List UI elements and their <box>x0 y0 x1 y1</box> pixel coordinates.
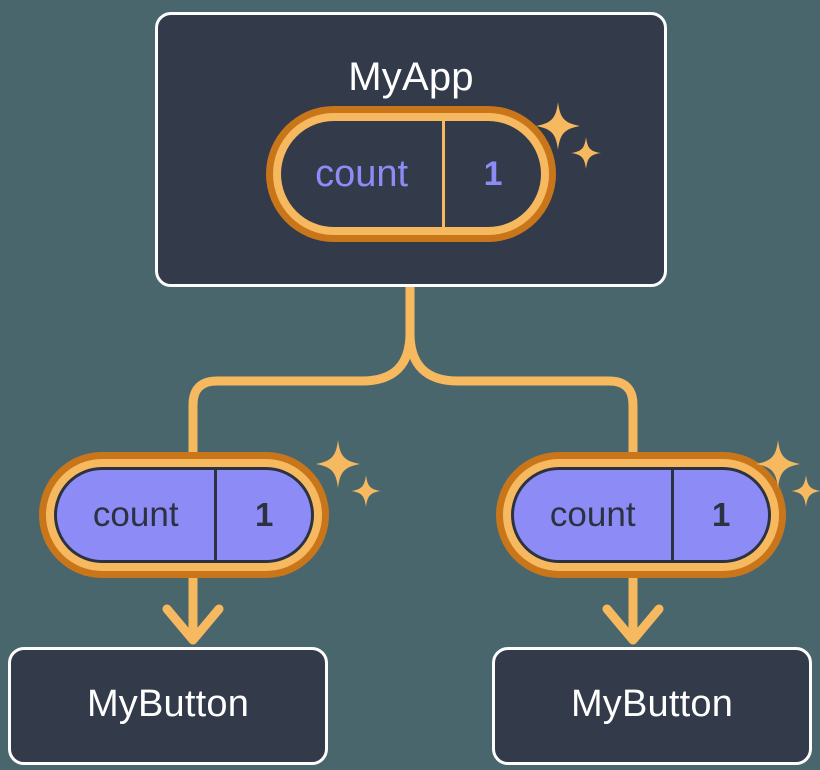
leaf-component-label-left: MyButton <box>86 683 250 725</box>
branch-right-state-key: count <box>549 495 636 534</box>
pill-body: count 1 <box>511 467 771 563</box>
connector-arrow-right-head <box>602 604 664 645</box>
root-state-key: count <box>315 152 409 195</box>
branch-left-state-value: 1 <box>214 470 311 560</box>
branch-right-state-pill[interactable]: count 1 <box>496 452 786 578</box>
leaf-component-box-left[interactable]: MyButton <box>8 647 328 765</box>
pill-body: count 1 <box>54 467 314 563</box>
connector-trunk-split-right <box>405 328 638 457</box>
branch-right-state-value: 1 <box>671 470 768 560</box>
connector-trunk-split <box>188 282 415 457</box>
leaf-component-box-right[interactable]: MyButton <box>492 647 812 765</box>
branch-left-state-key: count <box>92 495 179 534</box>
leaf-component-label-right: MyButton <box>570 683 734 725</box>
branch-left-state-pill[interactable]: count 1 <box>39 452 329 578</box>
sparkle-icon-small <box>351 475 381 507</box>
sparkle-icon-large <box>316 440 360 488</box>
root-state-value: 1 <box>442 121 541 227</box>
connector-arrow-left-head <box>162 604 224 645</box>
root-component-label: MyApp <box>348 55 474 99</box>
pill-body: count 1 <box>281 121 541 227</box>
root-state-pill[interactable]: count 1 <box>266 106 556 242</box>
sparkle-icon-small <box>791 475 820 507</box>
